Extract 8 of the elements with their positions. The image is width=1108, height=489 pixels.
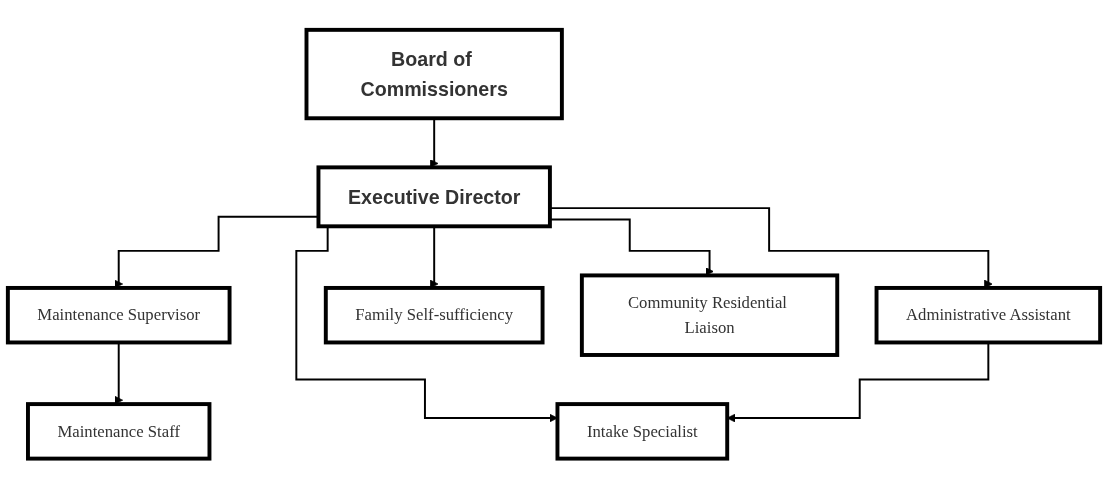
node-box: Administrative Assistant bbox=[874, 286, 1103, 345]
node-box: Community Residential Liaison bbox=[579, 273, 840, 358]
node-box: Board of Commissioners bbox=[304, 28, 564, 121]
node-box: Family Self-sufficiency bbox=[323, 286, 545, 345]
node-box: Maintenance Staff bbox=[26, 402, 212, 461]
node-box: Maintenance Supervisor bbox=[5, 286, 232, 345]
node-box: Intake Specialist bbox=[555, 402, 730, 461]
node-box: Executive Director bbox=[316, 165, 552, 229]
